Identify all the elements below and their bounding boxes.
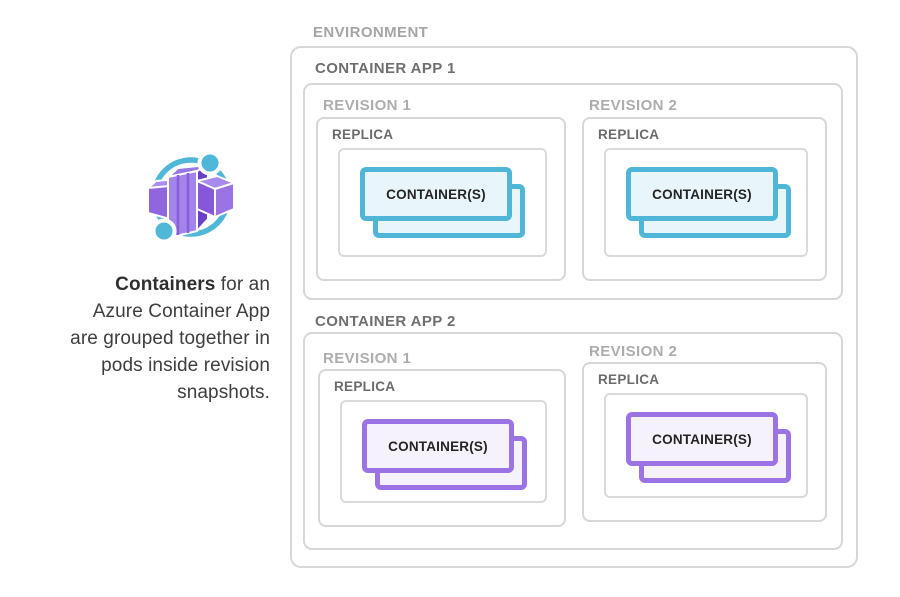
app2-revision-1-label: REVISION 1: [323, 350, 412, 367]
pod-box: CONTAINER(S): [604, 393, 808, 498]
container-card: CONTAINER(S): [626, 412, 778, 466]
container-app-1-box: [303, 83, 843, 300]
app2-revision-2-box: REPLICA CONTAINER(S): [582, 362, 827, 522]
caption-line: Containers for an: [115, 274, 270, 295]
container-card: CONTAINER(S): [362, 419, 514, 473]
caption-line: snapshots.: [177, 382, 270, 403]
app2-revision-1-box: REPLICA CONTAINER(S): [318, 369, 566, 527]
pod-box: CONTAINER(S): [604, 148, 808, 257]
replica-label: REPLICA: [334, 379, 396, 394]
caption-line: are grouped together in: [70, 328, 270, 349]
replica-label: REPLICA: [598, 372, 660, 387]
container-app-2-label: CONTAINER APP 2: [315, 313, 456, 330]
pod-box: CONTAINER(S): [340, 400, 547, 503]
app1-revision-2-box: REPLICA CONTAINER(S): [582, 117, 827, 281]
environment-box: [290, 46, 858, 568]
app2-revision-2-label: REVISION 2: [589, 343, 678, 360]
environment-label: ENVIRONMENT: [313, 24, 429, 41]
app1-revision-2-label: REVISION 2: [589, 97, 678, 114]
app1-revision-1-box: REPLICA CONTAINER(S): [316, 117, 566, 281]
caption-line: Azure Container App: [92, 301, 270, 322]
replica-label: REPLICA: [598, 127, 660, 142]
pod-box: CONTAINER(S): [338, 148, 547, 257]
container-app-1-label: CONTAINER APP 1: [315, 60, 456, 77]
container-card: CONTAINER(S): [626, 167, 778, 221]
caption: Containers for an Azure Container App ar…: [8, 271, 270, 406]
azure-container-apps-icon: [147, 150, 235, 244]
app1-revision-1-label: REVISION 1: [323, 97, 412, 114]
container-card: CONTAINER(S): [360, 167, 512, 221]
container-app-2-box: [303, 332, 843, 550]
caption-line: pods inside revision: [101, 355, 270, 376]
replica-label: REPLICA: [332, 127, 394, 142]
